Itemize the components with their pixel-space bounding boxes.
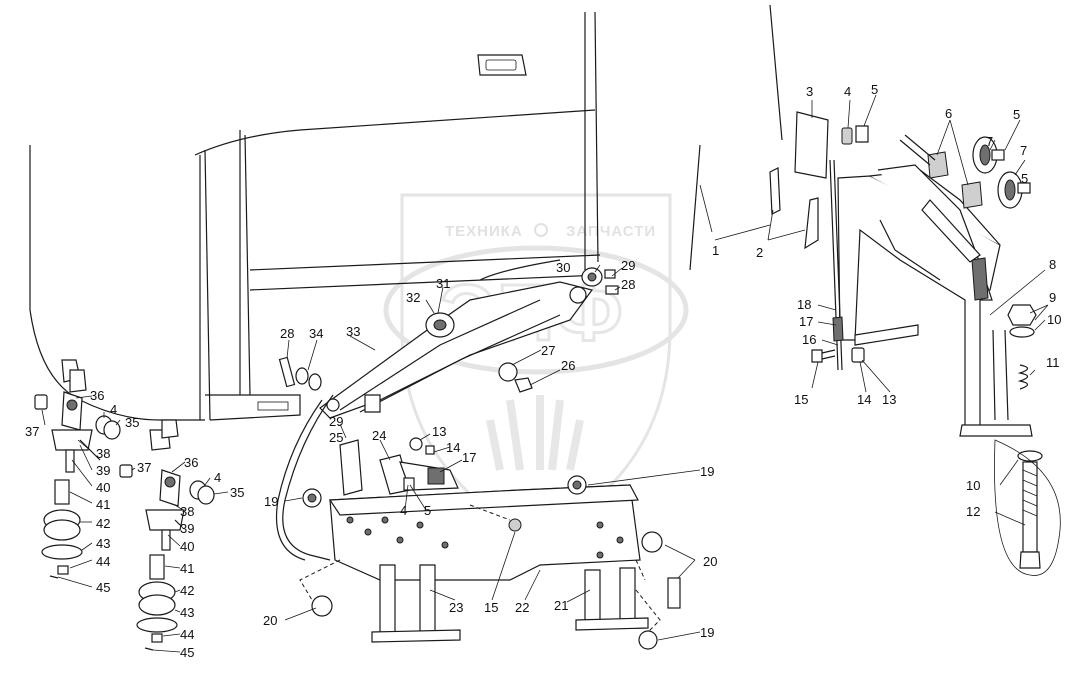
callout-label: 22 [515, 600, 529, 615]
callout-label: 19 [700, 464, 714, 479]
callout-label: 13 [432, 424, 446, 439]
callout-label: 11 [1046, 355, 1060, 370]
callout-label: 17 [462, 450, 476, 465]
callout-label: 9 [1049, 290, 1056, 305]
frame-assembly [299, 437, 681, 650]
callout-label: 4 [400, 503, 407, 518]
callout-label: 43 [96, 536, 110, 551]
callout-label: 5 [1021, 171, 1028, 186]
callout-label: 37 [137, 460, 151, 475]
callout-label: 28 [621, 277, 635, 292]
callout-label: 36 [184, 455, 198, 470]
callout-label: 27 [541, 343, 555, 358]
callout-label: 29 [621, 258, 635, 273]
callout-label: 16 [802, 332, 816, 347]
callout-label: 6 [945, 106, 952, 121]
callout-label: 40 [96, 480, 110, 495]
callout-label: 44 [180, 627, 194, 642]
callout-label: 42 [180, 583, 194, 598]
callout-label: 41 [180, 561, 194, 576]
callout-label: 19 [700, 625, 714, 640]
callout-label: 8 [1049, 257, 1056, 272]
callout-label: 15 [794, 392, 808, 407]
callout-label: 20 [263, 613, 277, 628]
watermark-text-right: ЗАПЧАСТИ [566, 223, 656, 240]
callout-label: 5 [871, 82, 878, 97]
callout-label: 15 [484, 600, 498, 615]
callout-label: 14 [446, 440, 460, 455]
callout-label: 30 [556, 260, 570, 275]
callout-label: 38 [96, 446, 110, 461]
callout-label: 37 [25, 424, 39, 439]
callout-label: 45 [180, 645, 194, 660]
callout-label: 35 [125, 415, 139, 430]
callout-label: 20 [703, 554, 717, 569]
callout-label: 1 [712, 243, 719, 258]
callout-label: 10 [966, 478, 980, 493]
callout-label: 10 [1047, 312, 1061, 327]
callout-label: 7 [1020, 143, 1027, 158]
callout-label: 45 [96, 580, 110, 595]
callout-label: 19 [264, 494, 278, 509]
callout-label: 39 [96, 463, 110, 478]
callout-label: 4 [110, 402, 117, 417]
callout-label: 14 [857, 392, 871, 407]
callout-label: 3 [806, 84, 813, 99]
callout-label: 36 [90, 388, 104, 403]
callout-label: 25 [329, 430, 343, 445]
arm-assembly [275, 259, 619, 561]
callout-label: 31 [436, 276, 450, 291]
callout-label: 42 [96, 516, 110, 531]
callout-label: 40 [180, 539, 194, 554]
callout-label: 18 [797, 297, 811, 312]
callout-label: 32 [406, 290, 420, 305]
left-mount-assembly-a [34, 391, 121, 579]
callout-label: 7 [986, 134, 993, 149]
left-mount-assembly-b [119, 464, 215, 651]
callout-label: 43 [180, 605, 194, 620]
callout-label: 23 [449, 600, 463, 615]
callout-label: 21 [554, 598, 568, 613]
cab-body [29, 4, 783, 451]
callout-label: 4 [844, 84, 851, 99]
callout-label: 17 [799, 314, 813, 329]
callout-label: 12 [966, 504, 980, 519]
callout-label: 13 [882, 392, 896, 407]
callout-label: 33 [346, 324, 360, 339]
right-bracket-assembly [769, 111, 1061, 576]
callout-label: 35 [230, 485, 244, 500]
callout-labels: 1 2 3 4 5 6 7 5 7 5 8 9 10 11 10 12 18 1… [25, 82, 1061, 660]
callout-label: 5 [424, 503, 431, 518]
callout-label: 38 [180, 504, 194, 519]
callout-label: 41 [96, 497, 110, 512]
callout-label: 28 [280, 326, 294, 341]
callout-label: 39 [180, 521, 194, 536]
gear-icon [534, 223, 548, 237]
watermark-text-left: ТЕХНИКА [445, 223, 523, 240]
callout-label: 29 [329, 414, 343, 429]
leader-lines [41, 94, 1049, 653]
callout-label: 26 [561, 358, 575, 373]
callout-label: 44 [96, 554, 110, 569]
callout-label: 2 [756, 245, 763, 260]
callout-label: 34 [309, 326, 323, 341]
callout-label: 24 [372, 428, 386, 443]
callout-label: 5 [1013, 107, 1020, 122]
callout-label: 4 [214, 470, 221, 485]
